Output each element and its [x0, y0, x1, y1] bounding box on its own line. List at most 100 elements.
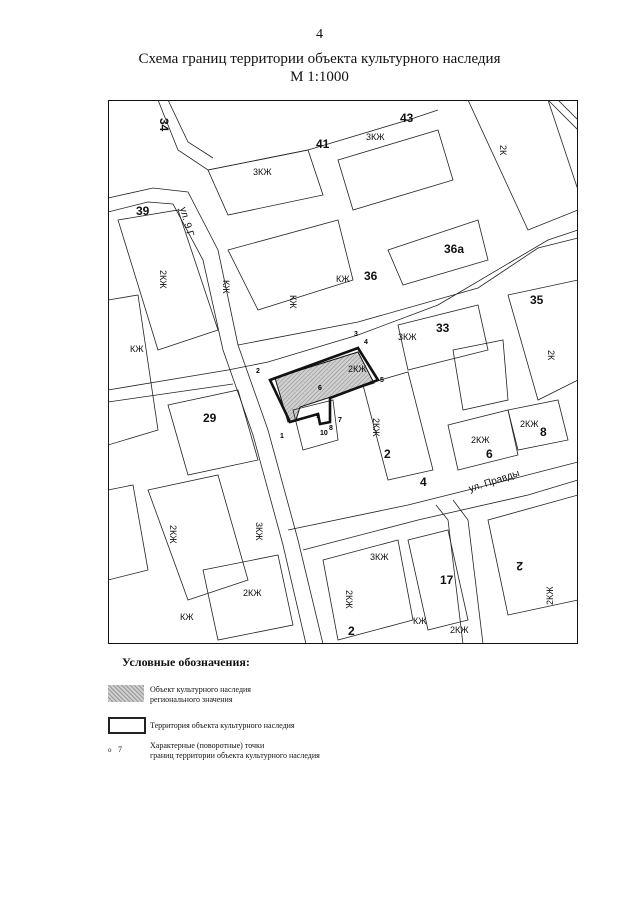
point-8: 8: [329, 425, 333, 432]
building-35: [507, 279, 578, 401]
label-6: 6: [486, 447, 493, 461]
mat-label: 2К: [498, 145, 508, 156]
label-41: 41: [316, 137, 330, 151]
street-edge: [167, 100, 214, 159]
point-4: 4: [364, 339, 368, 346]
mat-label: 3КЖ: [366, 132, 385, 142]
label-4: 4: [420, 475, 427, 489]
street-edge: [237, 237, 578, 346]
building-8: [507, 399, 569, 451]
label-29: 29: [203, 411, 217, 425]
building-2-se: [487, 494, 578, 616]
building-29: [167, 389, 259, 476]
cadastral-map: 34 41 43 39 36 36а 35 33 29 2 4 6 8 2 17…: [108, 100, 578, 644]
point-7: 7: [338, 417, 342, 424]
legend-heading: Условные обозначения:: [122, 655, 250, 669]
building-2kzh-sw: [147, 474, 249, 601]
legend-text: Объект культурного наследия региональног…: [150, 685, 251, 705]
street-edge: [302, 479, 578, 551]
legend-text-line: Характерные (поворотные) точки: [150, 741, 265, 750]
scale-line: М 1:1000: [290, 69, 349, 85]
label-34: 34: [157, 118, 171, 132]
mat-label: 2КЖ: [371, 418, 381, 437]
label-39: 39: [136, 204, 150, 218]
mat-label: 2К: [546, 350, 556, 361]
point-marker-icon: о: [108, 746, 112, 754]
label-2: 2: [384, 447, 391, 461]
material-labels: 3КЖ 3КЖ 2К 2КЖ КЖ КЖ КЖ КЖ 3КЖ 2КЖ 2КЖ 2…: [130, 132, 556, 635]
label-8: 8: [540, 425, 547, 439]
legend-text: Характерные (поворотные) точки границ те…: [150, 741, 320, 761]
point-1: 1: [280, 433, 284, 440]
street-edge: [108, 201, 307, 644]
street-edge: [452, 499, 484, 644]
mat-label: 3КЖ: [398, 332, 417, 342]
mat-label: КЖ: [130, 344, 144, 354]
legend-text-line: Объект культурного наследия: [150, 685, 251, 694]
mat-label: 3КЖ: [253, 167, 272, 177]
building-43: [337, 129, 454, 211]
point-10: 10: [320, 430, 328, 437]
mat-label: 2КЖ: [168, 525, 178, 544]
building-kzh-annex: [292, 399, 339, 451]
label-33: 33: [436, 321, 450, 335]
building-w2: [108, 484, 149, 581]
heritage-territory-boundary: [268, 346, 380, 426]
mat-label: 2КЖ: [344, 590, 354, 609]
mat-label: 2КЖ: [471, 435, 490, 445]
mat-label: 3КЖ: [370, 552, 389, 562]
street-edge: [435, 504, 464, 644]
building-39: [117, 209, 219, 351]
legend-points: о 7 Характерные (поворотные) точки грани…: [108, 741, 578, 763]
street-edge: [547, 100, 578, 131]
point-marker-number: 7: [118, 745, 122, 754]
building-2kzh: [397, 304, 489, 371]
heritage-object: [274, 351, 375, 423]
label-36a: 36а: [444, 242, 464, 256]
title-line-1: Схема границ территории объекта культурн…: [138, 51, 501, 67]
point-2: 2: [256, 368, 260, 375]
boundary-point-labels: 1 2 3 4 5 6 7 8 9 10: [256, 331, 384, 440]
page-number: 4: [316, 27, 323, 42]
label-35: 35: [530, 293, 544, 307]
building-w: [108, 294, 159, 446]
map-title: Схема границ территории объекта культурн…: [0, 50, 639, 86]
label-43: 43: [400, 111, 414, 125]
street-edge: [287, 461, 578, 531]
building-number-labels: 34 41 43 39 36 36а 35 33 29 2 4 6 8 2 17…: [136, 111, 547, 638]
legend-territory: Территория объекта культурного наследия: [108, 717, 578, 735]
mat-label: 2КЖ: [545, 586, 555, 605]
building-3kzh-s: [322, 539, 414, 641]
street-edge: [108, 187, 324, 644]
mat-label: 2КЖ: [243, 588, 262, 598]
street-edge: [108, 383, 234, 403]
building-2-lower: [362, 371, 434, 481]
mat-label: КЖ: [288, 295, 298, 309]
legend-text: Территория объекта культурного наследия: [150, 721, 295, 730]
mat-label: КЖ: [221, 280, 231, 294]
mat-label: 2КЖ: [348, 364, 367, 374]
label-17: 17: [440, 573, 454, 587]
building-2k: [467, 100, 578, 231]
point-3: 3: [354, 331, 358, 338]
mat-label: КЖ: [413, 616, 427, 626]
label-36: 36: [364, 269, 378, 283]
street-edge: [557, 100, 578, 121]
legend-text-line: границ территории объекта культурного на…: [150, 751, 320, 760]
building-36: [227, 219, 354, 311]
building-17: [407, 529, 469, 631]
map-frame: 34 41 43 39 36 36а 35 33 29 2 4 6 8 2 17…: [108, 100, 578, 644]
mat-label: 2КЖ: [450, 625, 469, 635]
mat-label: КЖ: [180, 612, 194, 622]
point-5: 5: [380, 377, 384, 384]
mat-label: КЖ: [336, 274, 350, 284]
label-2-s: 2: [348, 624, 355, 638]
mat-label: 2КЖ: [158, 270, 168, 289]
hatch-swatch-icon: [108, 685, 144, 702]
building-41: [207, 149, 324, 216]
legend: Условные обозначения: Объект культурного…: [108, 655, 578, 760]
building-2: [452, 339, 509, 411]
legend-text-line: регионального значения: [150, 695, 233, 704]
building-6: [447, 409, 519, 471]
label-2-se: 2: [516, 559, 523, 573]
